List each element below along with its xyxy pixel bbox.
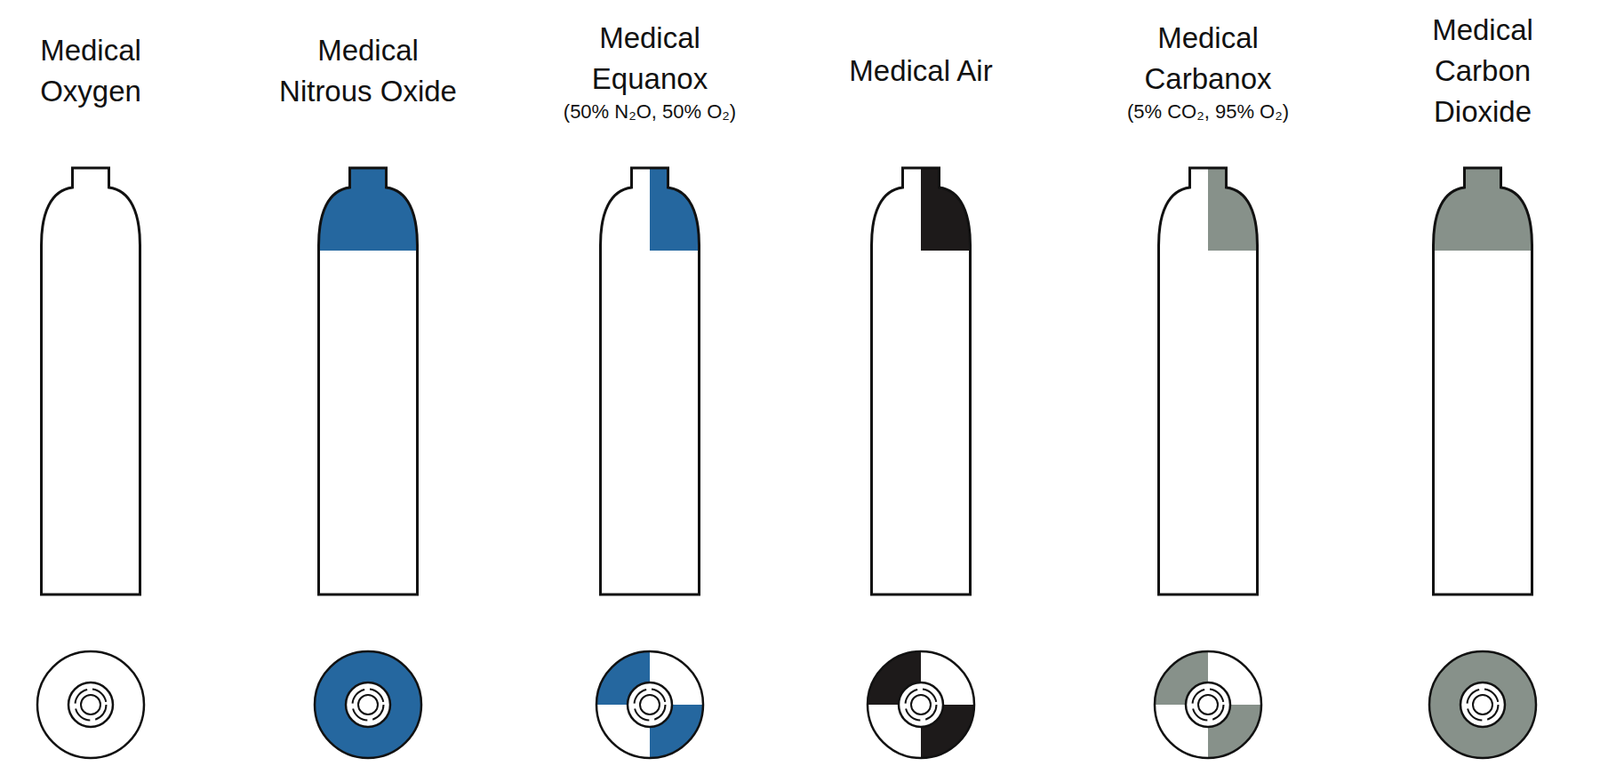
valve-hub: [68, 682, 113, 728]
gas-name: Medical Equanox: [578, 17, 721, 100]
shoulder-colour: [1429, 160, 1536, 251]
end-view: [1429, 651, 1536, 759]
cylinder-heading: Medical Oxygen: [0, 0, 207, 143]
carbanox-cylinder: [1154, 160, 1262, 759]
air-cylinder: [867, 160, 975, 759]
cylinder-body: [41, 168, 141, 595]
gas-name: Medical Oxygen: [19, 30, 162, 112]
gas-mixture: (5% CO₂, 95% O₂): [1127, 99, 1289, 125]
cylinder-outline: [1433, 168, 1533, 595]
valve-hub: [898, 682, 944, 728]
gas-name: Medical Carbon Dioxide: [1416, 9, 1550, 133]
end-view: [314, 651, 422, 759]
shoulder-quarter: [1208, 160, 1262, 251]
cylinder-outline: [319, 168, 418, 595]
valve-hub: [627, 682, 672, 728]
end-view-rim: [1154, 651, 1262, 759]
cylinder-outline: [600, 168, 700, 595]
end-view-disc: [1429, 651, 1536, 759]
end-view: [867, 651, 975, 759]
end-view-disc: [596, 651, 704, 759]
cylinder-outline: [872, 168, 971, 595]
valve-hub: [345, 682, 391, 728]
oxygen-cylinder: [37, 168, 144, 759]
end-view: [1154, 651, 1262, 759]
valve-hub: [1185, 682, 1231, 728]
cylinder-heading: Medical Carbanox(5% CO₂, 95% O₂): [1092, 0, 1324, 143]
end-view: [37, 651, 144, 759]
end-view: [596, 651, 704, 759]
cylinder-heading: Medical Carbon Dioxide: [1367, 0, 1599, 143]
cylinder-heading: Medical Nitrous Oxide: [252, 0, 484, 143]
gas-name: Medical Air: [809, 50, 1032, 92]
gas-name: Medical Carbanox: [1132, 17, 1284, 100]
shoulder-colour: [314, 160, 422, 251]
valve-hub: [1460, 682, 1505, 728]
equanox-cylinder: [596, 160, 704, 759]
carbon-dioxide-cylinder: [1429, 160, 1536, 759]
end-view-rim: [867, 651, 975, 759]
cylinder-outline: [1159, 168, 1258, 595]
gas-mixture: (50% N₂O, 50% O₂): [563, 99, 736, 125]
end-view-disc: [867, 651, 975, 759]
shoulder-quarter: [649, 160, 704, 251]
nitrous-oxide-cylinder: [314, 160, 422, 759]
cylinder-outline: [41, 168, 141, 595]
end-view-rim: [596, 651, 704, 759]
end-view-disc: [1154, 651, 1262, 759]
end-view-disc: [37, 651, 144, 759]
cylinder-heading: Medical Equanox(50% N₂O, 50% O₂): [534, 0, 766, 143]
cylinder-heading: Medical Air: [802, 0, 1040, 143]
gas-name: Medical Nitrous Oxide: [270, 30, 466, 112]
end-view-disc: [314, 651, 422, 759]
shoulder-quarter: [920, 160, 975, 251]
